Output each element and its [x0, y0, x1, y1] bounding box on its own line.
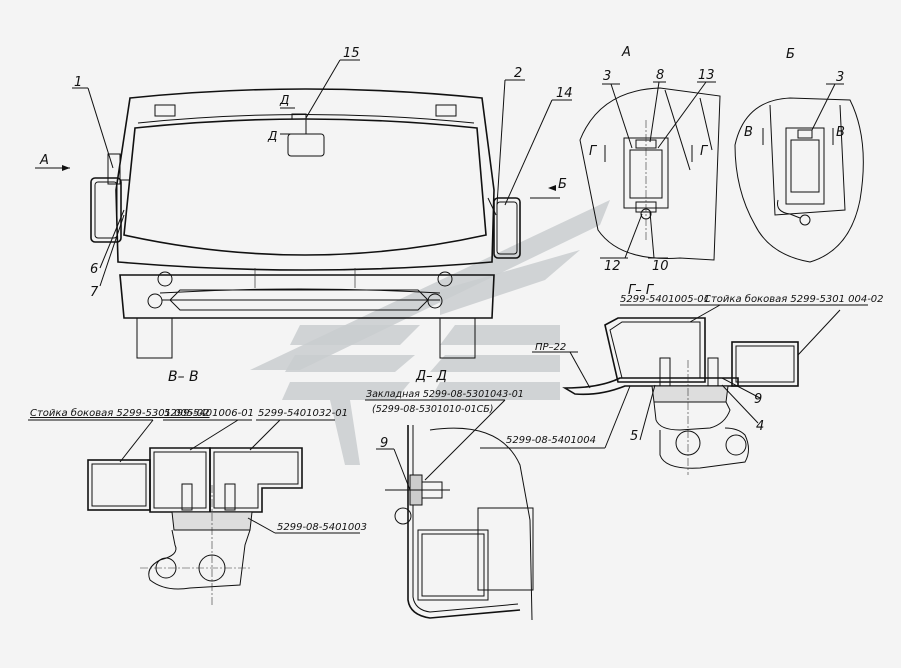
arrow-b-label: Б: [558, 177, 567, 192]
section-bb-title: В– В: [168, 369, 199, 385]
callout-labels: 1 6 7 15 2 14 3 8 13 12 10 3 9 9 5 4: [74, 46, 844, 451]
label-5401006: 5299-5401006-01: [164, 408, 254, 419]
view-a-title: А: [621, 45, 631, 60]
callout-12: 12: [604, 259, 621, 274]
callout-13: 13: [698, 68, 715, 83]
d-mark-top: Д: [279, 93, 289, 107]
view-a-detail: [579, 81, 721, 261]
label-pr22: ПР–22: [535, 342, 566, 353]
v-mark-right: В: [836, 125, 845, 140]
bus-front-view: [35, 59, 572, 359]
label-stoika-right: Стойка боковая 5299-5301 004-02: [704, 293, 884, 305]
label-5401032: 5299-5401032-01: [258, 408, 348, 419]
g-mark-right: Г: [700, 144, 709, 159]
callout-1: 1: [74, 75, 82, 90]
section-dd-title: Д– Д: [415, 369, 447, 384]
callout-10: 10: [652, 259, 669, 274]
section-dd: [365, 399, 534, 621]
callout-9-gg: 9: [754, 392, 762, 407]
callout-7: 7: [90, 285, 99, 300]
label-5401005: 5299-5401005-01: [620, 294, 710, 305]
callout-5: 5: [630, 429, 638, 444]
section-gg: [480, 304, 868, 475]
label-5401003: 5299-08-5401003: [277, 522, 367, 533]
callout-3-a: 3: [603, 69, 611, 84]
view-b-detail: [734, 83, 864, 263]
callout-8: 8: [656, 68, 664, 83]
label-zakladnaya-sb: (5299-08-5301010-01СБ): [372, 404, 494, 415]
callout-9-dd: 9: [380, 436, 388, 451]
arrow-a-label: А: [39, 153, 49, 168]
label-zakladnaya: Закладная 5299-08-5301043-01: [366, 389, 524, 400]
callout-14: 14: [556, 86, 573, 101]
view-b-title: Б: [786, 47, 795, 62]
d-mark-bottom: Д: [267, 129, 277, 143]
g-mark-left: Г: [589, 144, 598, 159]
callout-15: 15: [343, 46, 360, 61]
section-bb: [28, 419, 360, 605]
part-labels: Стойка боковая 5299-5301 005-02 5299-540…: [30, 293, 884, 533]
callout-3-b: 3: [836, 70, 844, 85]
v-mark-left: В: [744, 125, 753, 140]
callout-2: 2: [514, 66, 522, 81]
section-gg-title: Г– Г: [628, 283, 655, 298]
callout-4: 4: [756, 419, 764, 434]
callout-6: 6: [90, 262, 98, 277]
view-labels: А Б А Б Д Д Г Г В В В– В Д– Д Г– Г: [39, 45, 845, 385]
label-stoika-left: Стойка боковая 5299-5301 005-02: [30, 407, 210, 419]
label-5401004: 5299-08-5401004: [506, 435, 596, 446]
